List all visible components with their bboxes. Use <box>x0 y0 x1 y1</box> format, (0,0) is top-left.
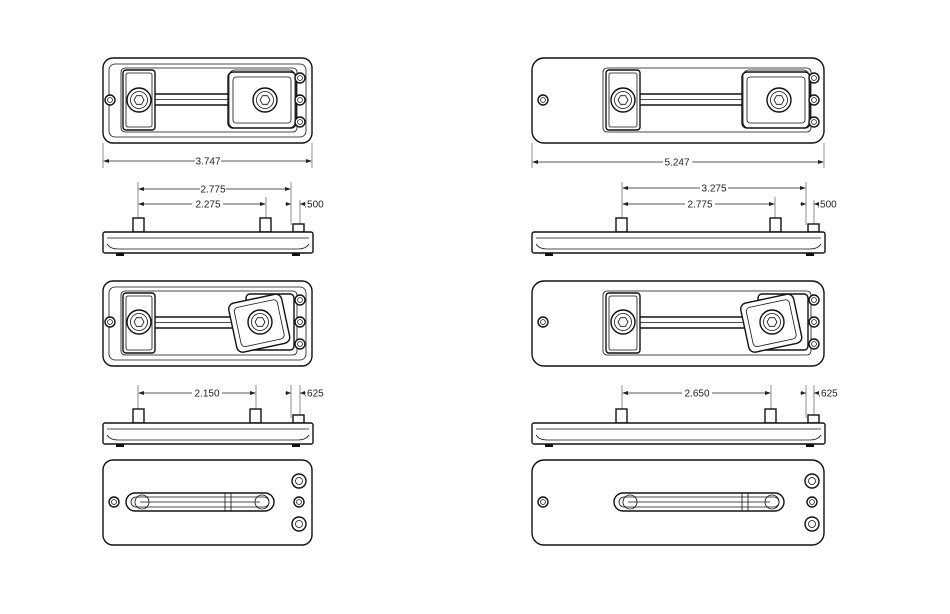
right-side-view-bottom <box>531 408 826 447</box>
dim-pin-span-top-right: 3.275 <box>701 184 726 195</box>
dim-offset-top-left: .500 <box>304 200 324 211</box>
dim-offset-bottom-right: .625 <box>818 389 838 400</box>
dim-pin-span-mid-right: 2.775 <box>687 200 712 211</box>
mounting-hole-icon <box>294 294 306 306</box>
mounting-hole-icon <box>808 94 820 106</box>
mounting-hole-icon <box>808 338 820 350</box>
mounting-hole-icon <box>104 316 116 328</box>
left-side-view-bottom <box>102 408 314 447</box>
mounting-hole-icon <box>294 72 306 84</box>
mounting-hole-icon <box>293 496 305 508</box>
mounting-hole-icon <box>806 496 818 508</box>
dim-pin-span-mid-left: 2.275 <box>195 200 220 211</box>
mounting-hole-icon <box>537 94 549 106</box>
mounting-hole-icon <box>104 94 116 106</box>
right-plan-view-middle <box>531 280 825 367</box>
right-side-view-top <box>531 217 826 256</box>
mounting-hole-icon <box>294 94 306 106</box>
mounting-hole-icon <box>537 496 549 508</box>
right-side-dimensions-top: 3.275 2.775 .500 <box>621 182 837 225</box>
dim-offset-top-right: .500 <box>817 200 837 211</box>
left-side-dimensions-top: 2.775 2.275 .500 <box>137 182 324 225</box>
dim-pin-span-bottom-right: 2.650 <box>684 389 709 400</box>
mounting-hole-icon <box>294 316 306 328</box>
mounting-hole-icon <box>808 294 820 306</box>
right-column: 5.247 3.275 2.775 .500 <box>531 57 838 546</box>
left-side-view-top <box>102 217 314 256</box>
right-overall-dimension: 5.247 <box>531 143 825 169</box>
dim-overall-left: 3.747 <box>195 157 220 168</box>
mounting-hole-icon <box>808 116 820 128</box>
mounting-hole-icon <box>808 72 820 84</box>
left-column: 3.747 2.775 2.275 .500 <box>102 57 324 546</box>
dim-overall-right: 5.247 <box>664 158 689 169</box>
socket-screw-icon <box>126 309 152 335</box>
dim-pin-span-top-left: 2.775 <box>200 185 225 196</box>
socket-screw-icon <box>610 309 636 335</box>
right-side-dimensions-bottom: 2.650 .625 <box>621 385 838 418</box>
left-side-dimensions-bottom: 2.150 .625 <box>137 385 324 418</box>
left-plan-view-middle <box>102 280 313 367</box>
left-bottom-view <box>102 459 313 546</box>
socket-screw-icon <box>126 87 152 113</box>
socket-screw-icon <box>247 309 273 335</box>
socket-screw-icon <box>766 87 792 113</box>
mounting-hole-icon <box>294 338 306 350</box>
mounting-hole-icon <box>108 496 120 508</box>
socket-screw-icon <box>610 87 636 113</box>
right-bottom-view <box>531 459 825 546</box>
mounting-hole-icon <box>294 116 306 128</box>
right-plan-view-top <box>531 57 825 144</box>
dim-offset-bottom-left: .625 <box>304 389 324 400</box>
dim-pin-span-bottom-left: 2.150 <box>194 389 219 400</box>
mounting-hole-icon <box>537 316 549 328</box>
left-overall-dimension: 3.747 <box>102 143 313 168</box>
socket-screw-icon <box>759 309 785 335</box>
socket-screw-icon <box>252 87 278 113</box>
mounting-hole-icon <box>808 316 820 328</box>
left-plan-view-top <box>102 57 313 144</box>
